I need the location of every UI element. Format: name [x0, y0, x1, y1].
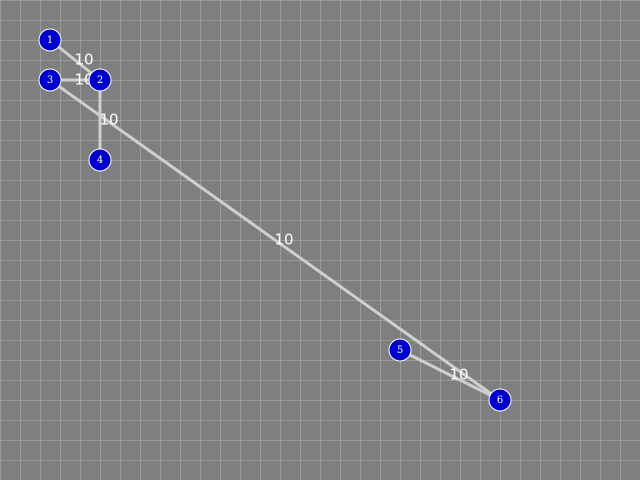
- node-circle[interactable]: [38, 28, 62, 52]
- node-label: 3: [47, 75, 53, 86]
- node-6[interactable]: 6: [488, 388, 512, 412]
- edge-weight-label: 10: [274, 231, 293, 249]
- edge-weight-label: 10: [74, 71, 93, 89]
- node-circle[interactable]: [38, 68, 62, 92]
- node-3[interactable]: 3: [38, 68, 62, 92]
- node-4[interactable]: 4: [88, 148, 112, 172]
- edge-labels: 10 10 10 10 10: [74, 51, 468, 384]
- node-2[interactable]: 2: [88, 68, 112, 92]
- edge-weight-label: 10: [74, 51, 93, 69]
- node-label: 4: [97, 155, 103, 166]
- node-circle[interactable]: [88, 148, 112, 172]
- nodes: 1 2 3 4 5 6: [38, 28, 512, 412]
- node-circle[interactable]: [488, 388, 512, 412]
- edge-weight-label: 10: [99, 111, 118, 129]
- edge-weight-label: 10: [449, 366, 468, 384]
- edge-5-6: [399, 348, 501, 402]
- edge-3-6: [49, 78, 501, 402]
- node-circle[interactable]: [388, 338, 412, 362]
- node-label: 1: [47, 35, 53, 46]
- node-5[interactable]: 5: [388, 338, 412, 362]
- node-label: 5: [397, 345, 403, 356]
- node-label: 2: [97, 75, 103, 86]
- node-label: 6: [497, 395, 503, 406]
- node-circle[interactable]: [88, 68, 112, 92]
- node-1[interactable]: 1: [38, 28, 62, 52]
